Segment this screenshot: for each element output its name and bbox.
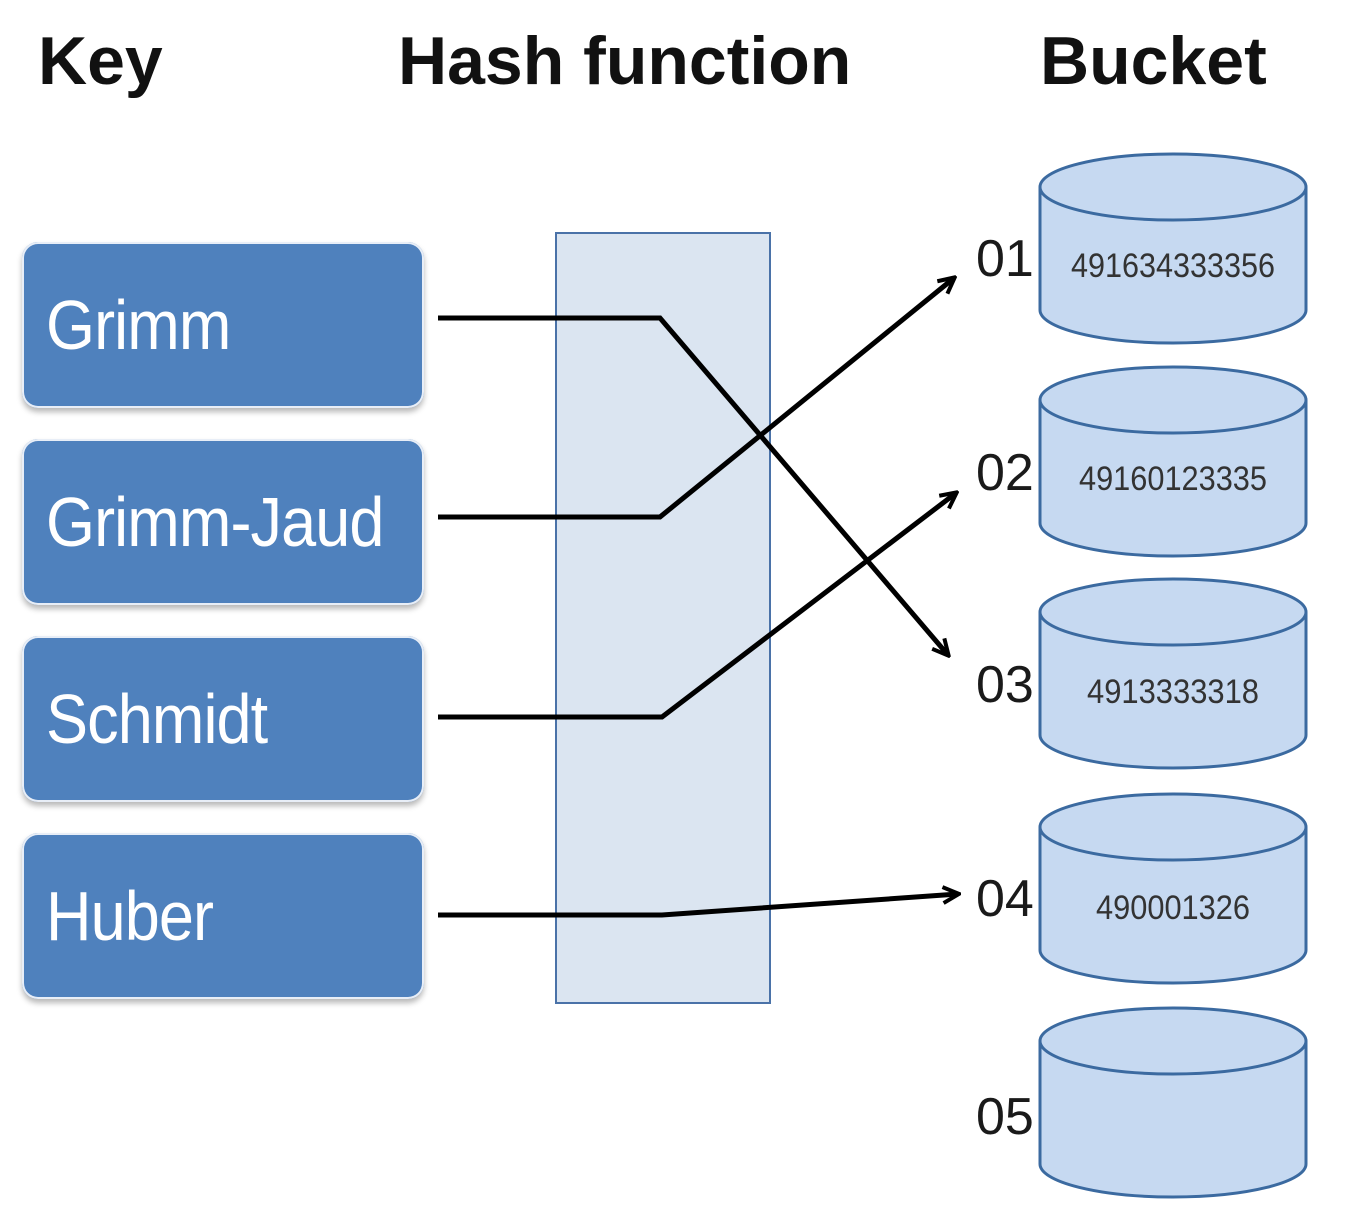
hash-function-heading: Hash function (398, 23, 852, 99)
key-box-huber: Huber (22, 833, 424, 999)
key-label: Huber (46, 877, 214, 955)
key-box-grimm: Grimm (22, 242, 424, 408)
arrow-huber-to-04 (438, 894, 958, 918)
key-label: Grimm (46, 286, 231, 364)
bucket-value: 49160123335 (1079, 460, 1267, 498)
bucket-heading: Bucket (1040, 23, 1267, 99)
bucket-number: 02 (976, 444, 1034, 502)
bucket-value: 4913333318 (1087, 673, 1259, 711)
key-box-grimm-jaud: Grimm-Jaud (22, 439, 424, 605)
bucket-04: 04 490001326 (976, 792, 1308, 985)
hash-function-box (555, 232, 771, 1004)
bucket-05: 05 (976, 1006, 1308, 1199)
arrow-grimm-jaud-to-01 (438, 278, 954, 520)
key-heading: Key (38, 23, 163, 99)
bucket-02: 02 49160123335 (976, 365, 1308, 558)
bucket-number: 01 (976, 230, 1034, 288)
bucket-01: 01 491634333356 (976, 152, 1308, 345)
key-label: Schmidt (46, 680, 268, 758)
bucket-value: 490001326 (1096, 889, 1250, 927)
bucket-number: 05 (976, 1088, 1034, 1146)
key-box-schmidt: Schmidt (22, 636, 424, 802)
arrow-grimm-to-03 (438, 315, 948, 655)
bucket-number: 04 (976, 870, 1034, 928)
bucket-number: 03 (976, 656, 1034, 714)
bucket-03: 03 4913333318 (976, 577, 1308, 770)
key-label: Grimm-Jaud (46, 483, 384, 561)
bucket-value: 491634333356 (1071, 247, 1275, 285)
arrow-schmidt-to-02 (438, 493, 956, 720)
